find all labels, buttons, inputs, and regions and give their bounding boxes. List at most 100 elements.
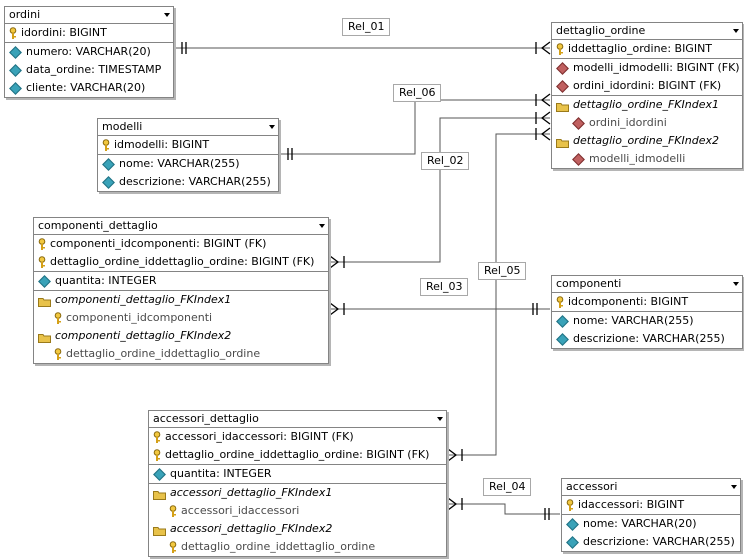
key-icon	[556, 43, 564, 55]
column-row[interactable]: idordini: BIGINT	[5, 24, 173, 42]
entity-dettaglio-ordine[interactable]: dettaglio_ordine iddettaglio_ordine: BIG…	[551, 22, 743, 169]
folder-icon	[153, 488, 166, 500]
column-row[interactable]: idcomponenti: BIGINT	[552, 293, 742, 311]
index-row[interactable]: dettaglio_ordine_FKIndex2	[552, 132, 742, 150]
column-row[interactable]: accessori_idaccessori: BIGINT (FK)	[149, 428, 446, 446]
chevron-down-icon[interactable]	[733, 282, 739, 286]
column-row[interactable]: nome: VARCHAR(255)	[552, 312, 742, 330]
foreign-key-diamond-icon	[556, 61, 569, 75]
column-row[interactable]: nome: VARCHAR(20)	[562, 515, 740, 533]
index-field-row[interactable]: ordini_idordini	[552, 114, 742, 132]
entity-title[interactable]: componenti	[552, 276, 742, 293]
chevron-down-icon[interactable]	[731, 485, 737, 489]
column-row[interactable]: nome: VARCHAR(255)	[98, 155, 278, 173]
key-icon	[38, 256, 46, 268]
column-row[interactable]: dettaglio_ordine_iddettaglio_ordine: BIG…	[149, 446, 446, 464]
index-row[interactable]: componenti_dettaglio_FKIndex1	[34, 291, 328, 309]
rel-03-label[interactable]: Rel_03	[420, 278, 469, 296]
index-field-row[interactable]: modelli_idmodelli	[552, 150, 742, 168]
entity-accessori-dettaglio[interactable]: accessori_dettaglio accessori_idaccessor…	[148, 410, 447, 557]
entity-title[interactable]: modelli	[98, 119, 278, 136]
key-icon	[169, 541, 177, 553]
entity-ordini[interactable]: ordini idordini: BIGINT numero: VARCHAR(…	[4, 6, 174, 98]
key-icon	[38, 238, 46, 250]
folder-icon	[38, 331, 51, 343]
diamond-icon	[9, 63, 22, 77]
column-row[interactable]: componenti_idcomponenti: BIGINT (FK)	[34, 235, 328, 253]
foreign-key-diamond-icon	[556, 79, 569, 93]
column-row[interactable]: ordini_idordini: BIGINT (FK)	[552, 77, 742, 95]
diamond-icon	[9, 81, 22, 95]
key-icon	[102, 139, 110, 151]
index-row[interactable]: accessori_dettaglio_FKIndex2	[149, 520, 446, 538]
entity-componenti[interactable]: componenti idcomponenti: BIGINT nome: VA…	[551, 275, 743, 349]
folder-icon	[556, 100, 569, 112]
key-icon	[54, 312, 62, 324]
index-field-row[interactable]: accessori_idaccessori	[149, 502, 446, 520]
column-row[interactable]: cliente: VARCHAR(20)	[5, 79, 173, 97]
red-diamond-icon	[572, 116, 585, 130]
key-icon	[153, 431, 161, 443]
index-field-row[interactable]: componenti_idcomponenti	[34, 309, 328, 327]
column-row[interactable]: descrizione: VARCHAR(255)	[552, 330, 742, 348]
index-row[interactable]: componenti_dettaglio_FKIndex2	[34, 327, 328, 345]
entity-title[interactable]: accessori	[562, 479, 740, 496]
chevron-down-icon[interactable]	[269, 125, 275, 129]
folder-icon	[556, 136, 569, 148]
entity-title[interactable]: ordini	[5, 7, 173, 24]
diamond-icon	[556, 314, 569, 328]
entity-modelli[interactable]: modelli idmodelli: BIGINT nome: VARCHAR(…	[97, 118, 279, 192]
column-row[interactable]: descrizione: VARCHAR(255)	[562, 533, 740, 551]
folder-icon	[153, 524, 166, 536]
column-row[interactable]: idmodelli: BIGINT	[98, 136, 278, 154]
chevron-down-icon[interactable]	[733, 29, 739, 33]
rel-02-label[interactable]: Rel_02	[421, 152, 470, 170]
column-row[interactable]: idaccessori: BIGINT	[562, 496, 740, 514]
key-icon	[169, 505, 177, 517]
column-row[interactable]: modelli_idmodelli: BIGINT (FK)	[552, 59, 742, 77]
column-row[interactable]: descrizione: VARCHAR(255)	[98, 173, 278, 191]
rel-06-label[interactable]: Rel_06	[393, 84, 442, 102]
rel-05-label[interactable]: Rel_05	[478, 262, 527, 280]
diamond-icon	[38, 274, 51, 288]
column-row[interactable]: data_ordine: TIMESTAMP	[5, 61, 173, 79]
chevron-down-icon[interactable]	[164, 13, 170, 17]
folder-icon	[38, 295, 51, 307]
rel-04-label[interactable]: Rel_04	[483, 478, 532, 496]
entity-componenti-dettaglio[interactable]: componenti_dettaglio componenti_idcompon…	[33, 217, 329, 364]
key-icon	[556, 296, 564, 308]
key-icon	[9, 27, 17, 39]
rel-01-label[interactable]: Rel_01	[342, 18, 391, 36]
column-row[interactable]: numero: VARCHAR(20)	[5, 43, 173, 61]
index-row[interactable]: dettaglio_ordine_FKIndex1	[552, 96, 742, 114]
entity-title[interactable]: dettaglio_ordine	[552, 23, 742, 40]
diamond-icon	[153, 467, 166, 481]
diamond-icon	[556, 332, 569, 346]
column-row[interactable]: iddettaglio_ordine: BIGINT	[552, 40, 742, 58]
diamond-icon	[566, 535, 579, 549]
rel-06-line	[278, 99, 550, 155]
column-row[interactable]: quantita: INTEGER	[149, 465, 446, 483]
key-icon	[54, 348, 62, 360]
index-field-row[interactable]: dettaglio_ordine_iddettaglio_ordine	[34, 345, 328, 363]
diamond-icon	[102, 175, 115, 189]
chevron-down-icon[interactable]	[437, 417, 443, 421]
rel-04-line	[446, 503, 560, 515]
chevron-down-icon[interactable]	[319, 224, 325, 228]
diamond-icon	[9, 45, 22, 59]
key-icon	[153, 449, 161, 461]
entity-title[interactable]: accessori_dettaglio	[149, 411, 446, 428]
rel-02-line	[328, 117, 550, 263]
rel-05-line	[446, 133, 550, 456]
key-icon	[566, 499, 574, 511]
red-diamond-icon	[572, 152, 585, 166]
index-row[interactable]: accessori_dettaglio_FKIndex1	[149, 484, 446, 502]
entity-accessori[interactable]: accessori idaccessori: BIGINT nome: VARC…	[561, 478, 741, 552]
column-row[interactable]: quantita: INTEGER	[34, 272, 328, 290]
diamond-icon	[102, 157, 115, 171]
entity-title[interactable]: componenti_dettaglio	[34, 218, 328, 235]
diamond-icon	[566, 517, 579, 531]
index-field-row[interactable]: dettaglio_ordine_iddettaglio_ordine	[149, 538, 446, 556]
column-row[interactable]: dettaglio_ordine_iddettaglio_ordine: BIG…	[34, 253, 328, 271]
